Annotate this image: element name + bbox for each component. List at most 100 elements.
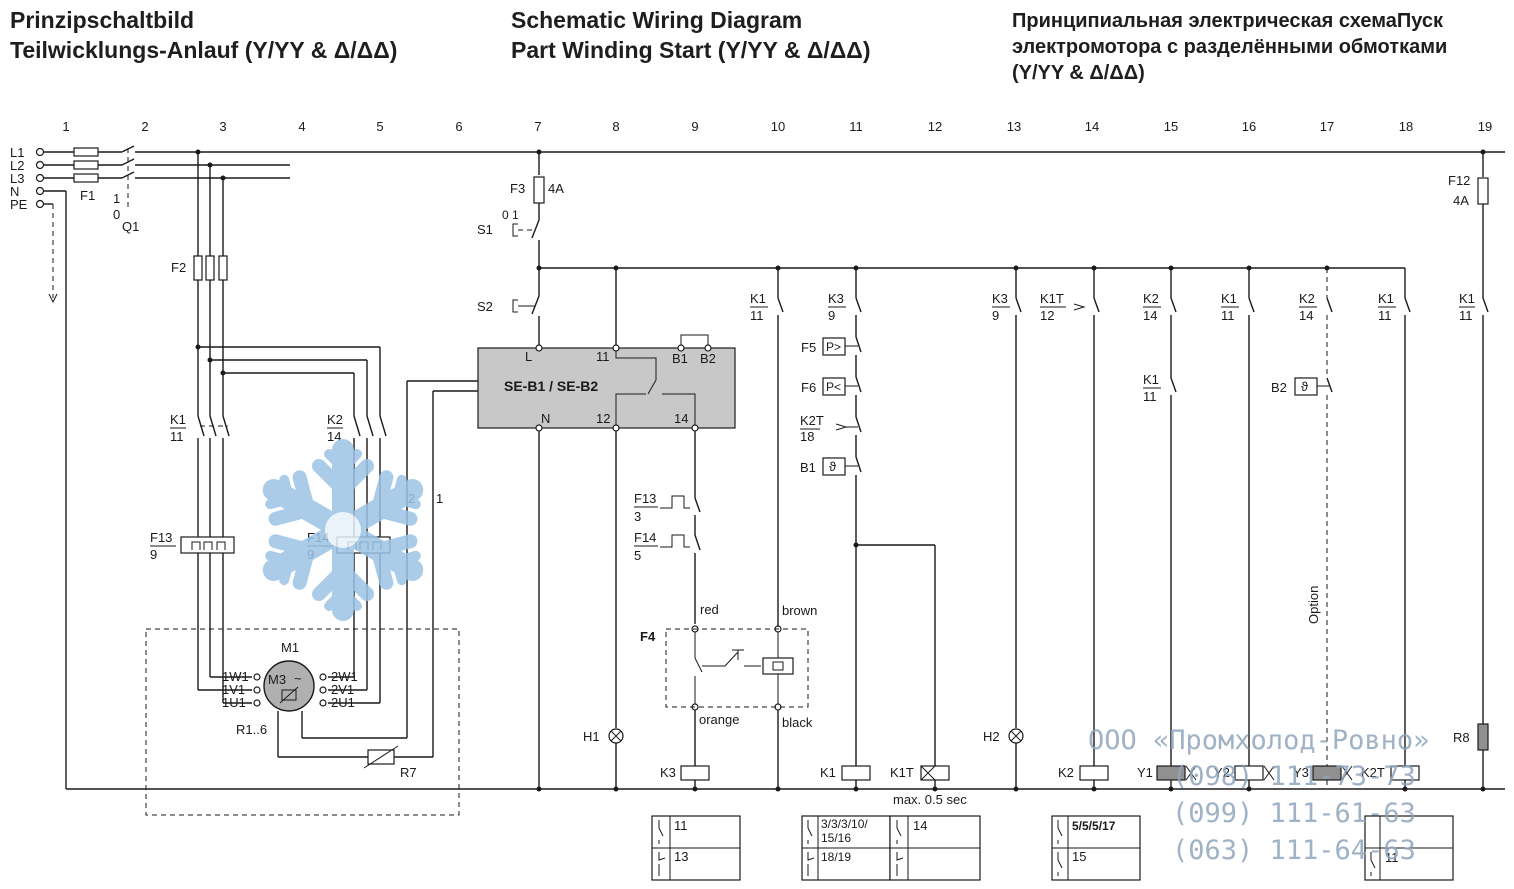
terminal-l1 <box>35 147 45 157</box>
fuse-f12-rating: 4A <box>1453 193 1469 208</box>
b1-theta: ϑ <box>829 459 837 474</box>
terminal-1u1: 1U1 <box>222 695 246 710</box>
c15-label: K2 <box>1143 291 1159 306</box>
module-term-b2: B2 <box>700 351 716 366</box>
wire-brown-label: brown <box>782 603 817 618</box>
lamp-h2-label: H2 <box>983 729 1000 744</box>
coil-k1-label: K1 <box>820 765 836 780</box>
option-label: Option <box>1306 586 1321 624</box>
c19-label: K1 <box>1459 291 1475 306</box>
coil-k2 <box>1079 765 1109 781</box>
column-number-3: 3 <box>219 119 226 134</box>
watermark-phone-3: (063) 111-64-63 <box>1172 835 1416 866</box>
svg-text:~: ~ <box>294 671 302 686</box>
switch-s1-label: S1 <box>477 222 493 237</box>
title-russian-line1: Принципиальная электрическая схемаПуск <box>1012 10 1443 32</box>
watermark-phone-2: (099) 111-61-63 <box>1172 798 1416 829</box>
fuse-f3 <box>533 176 545 204</box>
module-term-11: 11 <box>596 349 610 364</box>
control-circuit: F3 4A S1 0 1 S2 SE-B1 / SE-B2 L 11 B1 B2… <box>477 149 1489 807</box>
c10-ref: 11 <box>750 308 764 323</box>
watermark: ООО «Промхолод-Ровно» (098) 111-73-73 (0… <box>1088 725 1429 866</box>
coil-k3-label: K3 <box>660 765 676 780</box>
c19-ref: 11 <box>1459 308 1473 323</box>
fuse-f1-l3 <box>73 173 99 183</box>
column-number-10: 10 <box>771 119 785 134</box>
c13-ref: 9 <box>992 308 999 323</box>
f4-enclosure <box>665 628 809 708</box>
module-term-b1: B1 <box>672 351 688 366</box>
f14-control-label: F14 <box>634 530 656 545</box>
k2-power-label: K2 <box>327 412 343 427</box>
title-russian-line2: электромотора с разделёнными обмотками <box>1012 36 1448 58</box>
fuse-f1-l2 <box>73 160 99 170</box>
title-german-line1: Prinzipschaltbild <box>10 7 195 33</box>
ref-k1-nc: 18/19 <box>821 850 851 864</box>
b2-label: B2 <box>1271 380 1287 395</box>
heater-r8 <box>1477 723 1489 751</box>
column-number-16: 16 <box>1242 119 1256 134</box>
ref-k1-b-no: 14 <box>913 818 927 833</box>
f6-label: F6 <box>801 380 816 395</box>
lamp-h1-label: H1 <box>583 729 600 744</box>
terminal-2u1: 2U1 <box>331 695 355 710</box>
fuse-f1-l1 <box>73 147 99 157</box>
supply-lines: L1 L2 L3 N PE F1 1 0 Q1 <box>10 145 1505 790</box>
supply-l2: L2 <box>10 158 24 173</box>
watermark-phone-1: (098) 111-73-73 <box>1172 761 1416 792</box>
wire-red-label: red <box>700 602 719 617</box>
title-english: Schematic Wiring Diagram Part Winding St… <box>511 6 871 66</box>
coil-k1 <box>841 765 871 781</box>
ref-k1-no-a: 3/3/3/10/ <box>821 817 868 831</box>
terminal-1v1: 1V1 <box>222 682 245 697</box>
motor-enclosure <box>145 628 460 816</box>
f4-relay <box>762 657 794 675</box>
coil-k3 <box>680 765 710 781</box>
title-english-line1: Schematic Wiring Diagram <box>511 7 803 33</box>
title-german: Prinzipschaltbild Teilwicklungs-Anlauf (… <box>10 6 397 66</box>
column-number-19: 19 <box>1478 119 1492 134</box>
switch-q1-label: Q1 <box>122 219 139 234</box>
fuse-f1-label: F1 <box>80 188 95 203</box>
motor-m1 <box>263 660 315 712</box>
c16-label: K1 <box>1221 291 1237 306</box>
snowflake-icon <box>262 439 425 610</box>
terminal-2w1: 2W1 <box>331 669 358 684</box>
f13-power-label: F13 <box>150 530 172 545</box>
column-number-17: 17 <box>1320 119 1334 134</box>
r7-label: R7 <box>400 765 417 780</box>
module-label: SE-B1 / SE-B2 <box>504 378 598 394</box>
switch-s1-pos: 0 1 <box>502 208 519 222</box>
k2-power-ref: 14 <box>327 429 341 444</box>
ref-k1-no-b: 15/16 <box>821 831 851 845</box>
c15-ref: 14 <box>1143 308 1157 323</box>
title-german-line2: Teilwicklungs-Anlauf (Y/YY & Δ/ΔΔ) <box>10 36 398 63</box>
watermark-company: ООО «Промхолод-Ровно» <box>1088 725 1429 756</box>
c15b-label: K1 <box>1143 372 1159 387</box>
k1-power-label: K1 <box>170 412 186 427</box>
valve-y3-label: Y3 <box>1293 765 1309 780</box>
c14-label: K1T <box>1040 291 1064 306</box>
column-number-7: 7 <box>534 119 541 134</box>
column-number-9: 9 <box>691 119 698 134</box>
f4-label: F4 <box>640 629 656 644</box>
ref-k3-nc: 13 <box>674 849 688 864</box>
k1-power-ref: 11 <box>170 429 184 444</box>
fuse-f3-label: F3 <box>510 181 525 196</box>
column-number-6: 6 <box>455 119 462 134</box>
column-number-13: 13 <box>1007 119 1021 134</box>
f5-symbol: P> <box>826 340 841 354</box>
c18-ref: 11 <box>1378 308 1392 323</box>
ref-k2t-no: 11 <box>1385 850 1399 865</box>
reference-tables: 11 13 3/3/3/10/ 15/16 18/19 14 5/5/5/17 … <box>651 815 1454 881</box>
f13-control-ref: 3 <box>634 509 641 524</box>
valve-y1-label: Y1 <box>1137 765 1153 780</box>
supply-l3: L3 <box>10 171 24 186</box>
column-number-1: 1 <box>62 119 69 134</box>
ref-k3-no: 11 <box>674 818 688 833</box>
module-term-n: N <box>541 411 550 426</box>
supply-l1: L1 <box>10 145 24 160</box>
terminal-pe <box>35 199 45 209</box>
